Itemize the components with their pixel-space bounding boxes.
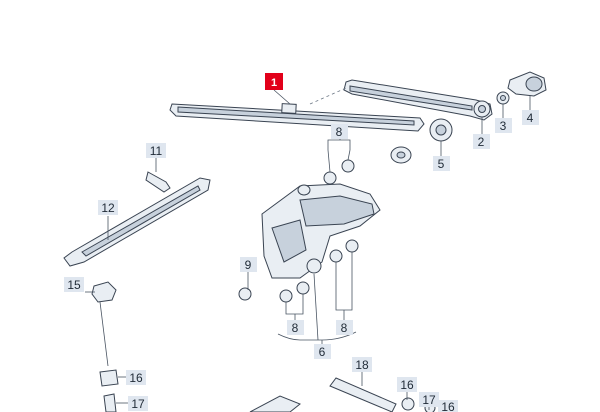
callout-8-top[interactable]: 8 — [331, 124, 348, 139]
callout-17-left[interactable]: 17 — [128, 396, 148, 411]
callout-1-text: 1 — [271, 77, 277, 89]
callout-6[interactable]: 6 — [314, 344, 331, 359]
svg-text:12: 12 — [101, 201, 115, 215]
svg-text:15: 15 — [67, 278, 81, 292]
leader-lines — [85, 89, 531, 410]
svg-text:2: 2 — [478, 135, 485, 149]
callout-11[interactable]: 11 — [146, 143, 166, 158]
svg-text:16: 16 — [129, 371, 143, 385]
svg-text:11: 11 — [150, 144, 163, 158]
blade-to-arm-guide — [309, 87, 347, 105]
svg-text:8: 8 — [336, 125, 343, 139]
callout-16-left[interactable]: 16 — [126, 370, 146, 385]
callout-1-highlight[interactable]: 1 — [265, 73, 283, 90]
wiper-arm — [343, 79, 493, 121]
callout-4[interactable]: 4 — [522, 110, 539, 125]
wiper-blade — [169, 103, 425, 132]
callout-8-lower-right[interactable]: 8 — [336, 320, 353, 335]
callout-8-lower-left[interactable]: 8 — [287, 320, 304, 335]
callout-3[interactable]: 3 — [495, 118, 512, 133]
connector-part-15 — [91, 281, 117, 367]
svg-text:8: 8 — [292, 321, 299, 335]
callout-2[interactable]: 2 — [473, 134, 490, 149]
callout-16-right[interactable]: 16 — [397, 377, 417, 392]
grommet-part-5 — [390, 118, 453, 164]
svg-text:6: 6 — [319, 345, 326, 359]
callout-5[interactable]: 5 — [433, 156, 450, 171]
svg-text:8: 8 — [341, 321, 348, 335]
callout-18[interactable]: 18 — [352, 357, 372, 372]
rubber-mounts-part-8 — [238, 159, 359, 303]
nut-part-3 — [496, 91, 510, 105]
wiper-motor-part-6 — [261, 183, 381, 279]
svg-text:3: 3 — [500, 119, 507, 133]
svg-text:9: 9 — [245, 258, 252, 272]
nozzle-part-11 — [145, 171, 171, 193]
callout-17-right[interactable]: 17 — [419, 392, 439, 407]
callout-15[interactable]: 15 — [64, 277, 84, 292]
cap-part-4 — [507, 71, 547, 97]
svg-text:17: 17 — [422, 393, 436, 407]
callout-9[interactable]: 9 — [240, 257, 257, 272]
svg-text:4: 4 — [527, 111, 534, 125]
callout-16-far-right[interactable]: 16 — [438, 400, 458, 412]
svg-text:16: 16 — [441, 400, 455, 412]
trim-strip-part-12 — [63, 177, 211, 267]
svg-text:17: 17 — [131, 397, 145, 411]
svg-text:18: 18 — [355, 358, 369, 372]
linkage-rod-part-18 — [249, 377, 436, 412]
hose-connector-lower-left — [99, 369, 119, 412]
svg-text:16: 16 — [400, 378, 414, 392]
callout-12[interactable]: 12 — [98, 200, 118, 215]
svg-text:5: 5 — [438, 157, 445, 171]
